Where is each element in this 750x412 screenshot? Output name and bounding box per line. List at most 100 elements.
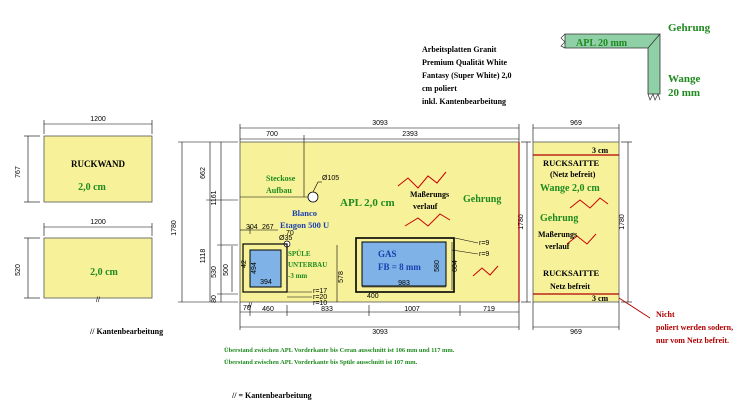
legend-gehrung-label: Gehrung [668,22,711,34]
worktop-total-width-bottom: 3093 [372,329,388,336]
overhang-note-1: Überstand zwischen APL Vorderkante bis C… [224,347,455,354]
dim-719: 719 [483,306,495,313]
backsplash-bottom-edge-mark: // [96,297,100,304]
backsplash-top-width: 1200 [90,116,106,123]
material-line-3: Fantasy (Super White) 2,0 [422,71,512,80]
dim-530: 530 [211,266,218,278]
edge-note-bottom: // = Kantenbearbeitung [231,391,312,400]
socket-label-2: Aufbau [266,186,292,195]
cooktop-outer-frame [355,237,455,293]
backsplash-top-height: 767 [15,166,22,178]
backsplash-top-label: RUCKWAND [71,159,126,169]
backsplash-top-panel [43,135,153,203]
dim-70b: 70 [243,305,251,312]
dim-578: 578 [338,271,345,283]
socket-area: Steckose Aufbau Ø105 [240,142,339,203]
worktop-height-right: 1780 [518,214,525,230]
side-panel-width-bottom: 969 [570,329,582,336]
note-leader-line [618,297,651,319]
veining-mark-1 [397,171,447,189]
veining-mark-2 [404,213,451,227]
cooktop-cutout [361,241,447,287]
material-description: Arbeitsplatten Granit Premium Qualität W… [422,45,512,106]
socket-label-1: Steckose [266,174,296,183]
socket-hole-diameter: Ø105 [322,175,339,182]
dim-1007: 1007 [404,306,420,313]
backsplash-bottom-width: 1200 [90,219,106,226]
legend-wange-label: Wange [668,73,701,85]
note-line-2: poliert werden sodern, [656,323,733,332]
side-panel-height: 1780 [619,214,626,230]
side-panel-top-cm: 3 cm [592,146,609,155]
miter-legend: APL 20 mm Gehrung Wange 20 mm [560,22,711,101]
radius-17: r=17 [313,288,327,295]
overhang-note-2: Überstand zwischen APL Vorderkante bis S… [224,359,418,366]
worktop-right-dimension: 1780 [518,141,531,303]
dim-304: 304 [246,224,258,231]
sink-cutout [249,249,282,288]
note-line-3: nur vom Netz befreit. [656,336,729,345]
material-line-1: Arbeitsplatten Granit [422,45,497,54]
sink-cutout-group: Blanco Etagon 500 U 304 267 Ø35 70 494 3… [240,208,329,307]
radius-20: r=20 [313,294,327,301]
veining-label-2: verlauf [413,202,438,211]
dim-394: 394 [260,279,272,286]
back-edge-label-2b: Netz befreit [550,282,590,291]
dim-1118: 1118 [200,249,207,264]
worktop-height-left: 1780 [171,220,178,236]
dim-500: 500 [223,264,230,276]
backsplash-bottom-height: 520 [15,264,22,276]
side-veining-label-2: verlauf [545,242,570,251]
side-panel-gehrung: Gehrung [540,213,578,224]
worktop-gehrung-label: Gehrung [463,194,501,205]
back-edge-label-2: RUCKSAITTE [543,268,600,278]
sink-type-3: -3 mm [288,272,307,280]
tap-hole-diameter: Ø35 [279,235,292,242]
worktop-label: APL 2,0 cm [340,197,395,209]
backsplash-top-thickness: 2,0 cm [78,182,106,193]
edge-note-mid: // Kantenbearbeitung [89,327,163,336]
dim-80: 80 [211,295,218,303]
side-panel: 969 1780 3 cm RUCKSAITTE (Netz befreit) … [532,120,632,336]
radius-9b: r=9 [479,251,489,258]
radius-9a: r=9 [479,240,489,247]
backsplash-bottom-panel [43,237,153,299]
sink-type-1: SPÜLE [288,250,311,258]
backsplash-top: 1200 767 RUCKWAND 2,0 cm [15,116,153,203]
veining-label-1: Maßerungs [410,190,449,199]
cooktop-cutout-group: r=9 r=9 GAS FB = 8 mm 580 604 983 400 57… [336,237,489,302]
dim-1161: 1161 [211,190,218,205]
back-edge-label-1b: (Netz befreit) [550,170,596,179]
side-panel-width-top: 969 [570,120,582,127]
worktop-left-dimensions: 1780 662 1161 1118 530 500 80 [171,141,238,303]
veining-mark-3 [472,265,499,277]
worktop-seg-2393: 2393 [402,131,418,138]
dim-580: 580 [434,260,441,272]
sink-brand: Blanco [292,208,317,218]
cooktop-frame-width: FB = 8 mm [378,262,421,272]
dim-604: 604 [452,260,459,272]
material-line-4: cm poliert [422,84,457,93]
dim-400: 400 [367,293,379,300]
worktop-seg-700: 700 [266,131,278,138]
backsplash-bottom-thickness: 2,0 cm [90,267,118,278]
note-line-1: Nicht [656,310,675,319]
side-panel-slab [532,141,620,303]
legend-apl-label: APL 20 mm [576,38,628,49]
dim-42: 42 [241,260,248,268]
legend-wange-thickness: 20 mm [668,87,700,99]
sink-model: Etagon 500 U [280,220,329,230]
side-veining-1 [569,197,609,209]
material-line-5: inkl. Kantenbearbeitung [422,97,506,106]
radius-10: r=10 [313,300,327,307]
dim-70: 70 [286,230,294,237]
dim-494: 494 [251,262,258,274]
sink-type-2: UNTERBAU [288,261,327,269]
side-veining-2 [566,233,597,245]
worktop-total-width-top: 3093 [372,120,388,127]
dim-833: 833 [321,306,333,313]
worktop-bottom-dimensions: // 70 460 833 1007 719 3093 [239,302,520,336]
socket-hole [307,191,319,203]
side-panel-bottom-cm: 3 cm [592,294,609,303]
